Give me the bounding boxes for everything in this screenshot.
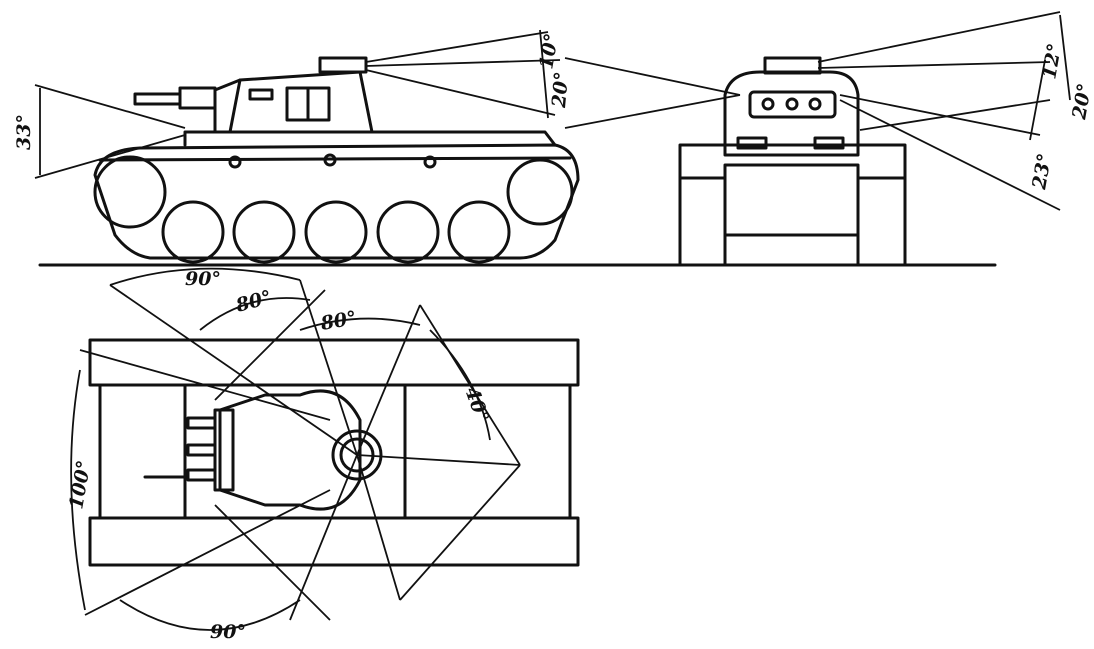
tank-side-view — [34, 29, 580, 264]
angle-label-12: 12° — [1038, 42, 1066, 81]
angle-label-100: 100° — [65, 459, 95, 511]
angle-label-10: 10° — [535, 32, 563, 71]
angle-label-20: 20° — [548, 71, 573, 110]
tank-top-view — [70, 267, 580, 631]
angle-label-90-bottom: 90° — [210, 621, 246, 643]
angle-label-33: 33° — [13, 114, 35, 150]
angle-label-80-right: 80° — [318, 307, 358, 335]
angle-label-20-front: 20° — [1068, 82, 1094, 122]
angle-label-90-top: 90° — [185, 268, 221, 290]
angle-label-40: 40° — [460, 384, 493, 425]
tank-front-view — [564, 11, 1071, 267]
angle-label-23: 23° — [1028, 152, 1056, 192]
angle-label-80-top: 80° — [233, 286, 274, 317]
